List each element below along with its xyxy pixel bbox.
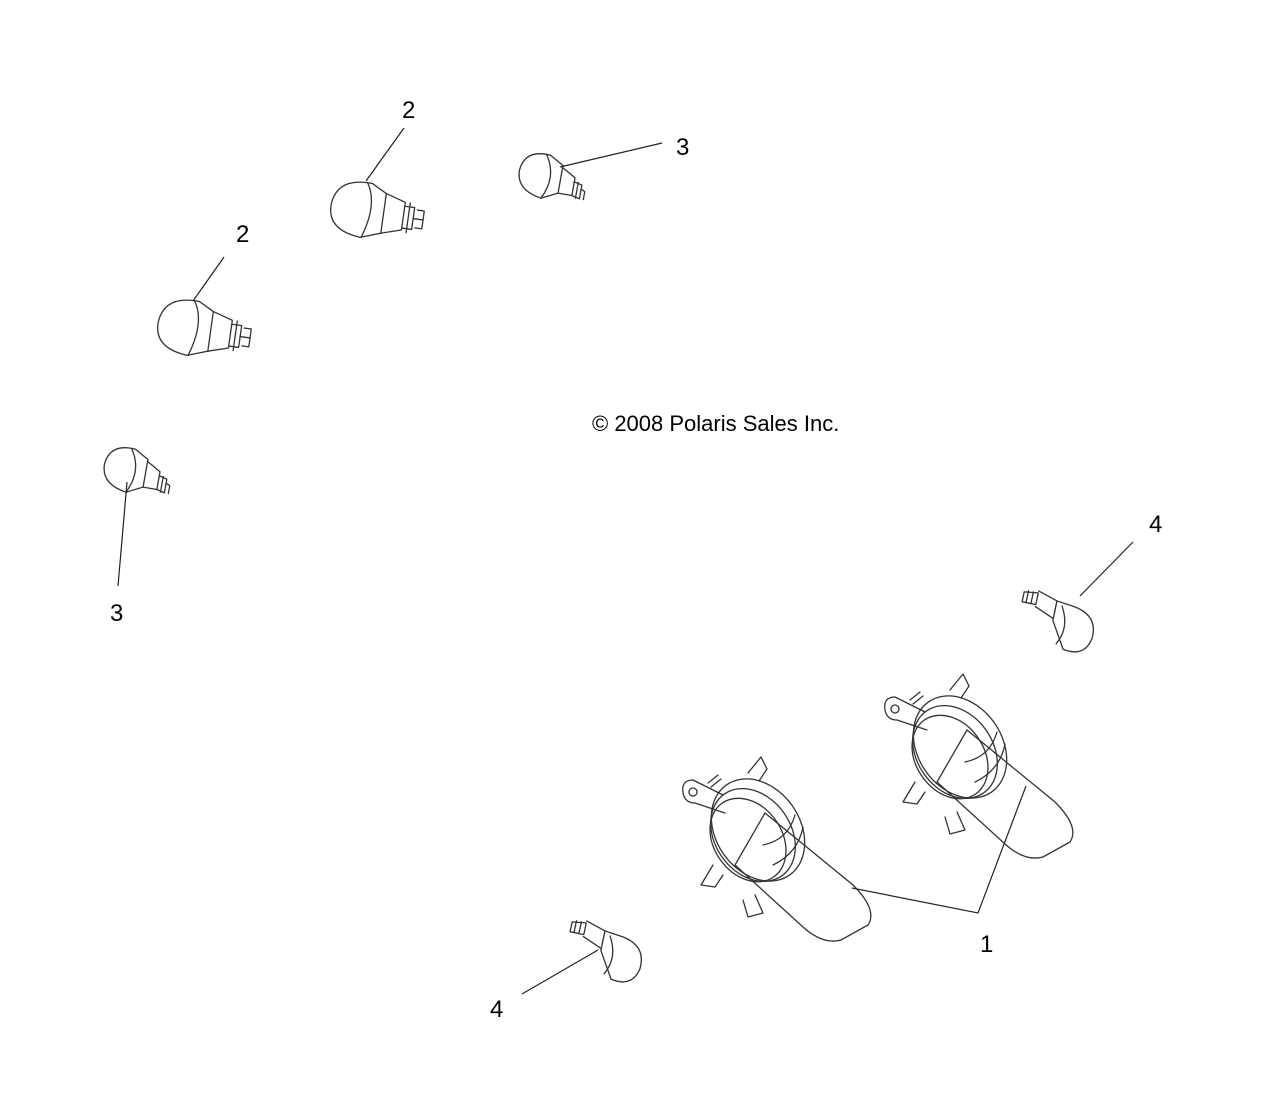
leader-line [192,256,225,302]
callout-label: 2 [402,97,415,124]
halogen-headlight-bulb-icon [884,673,1074,859]
callout-label: 1 [980,931,993,958]
callout-label: 3 [110,600,123,627]
leader-line [117,481,128,587]
leader-line [851,785,1027,914]
wedge-base-bulb-icon [99,443,176,501]
callout-label: 3 [676,134,689,161]
copyright-text: © 2008 Polaris Sales Inc. [592,411,839,436]
leader-line [559,142,663,168]
wedge-base-bulb-icon [514,149,591,207]
halogen-headlight-bulb-icon [682,756,872,942]
leader-line [1079,541,1134,597]
leader-line [521,949,599,995]
callout-label: 4 [490,996,503,1023]
miniature-wedge-bulb-icon [561,917,649,986]
callout-label: 2 [236,221,249,248]
wedge-base-dual-filament-bulb-icon [153,295,255,365]
callout-label: 4 [1149,511,1162,538]
wedge-base-dual-filament-bulb-icon [326,177,428,247]
miniature-wedge-bulb-icon [1013,587,1101,656]
leader-line [365,127,405,182]
